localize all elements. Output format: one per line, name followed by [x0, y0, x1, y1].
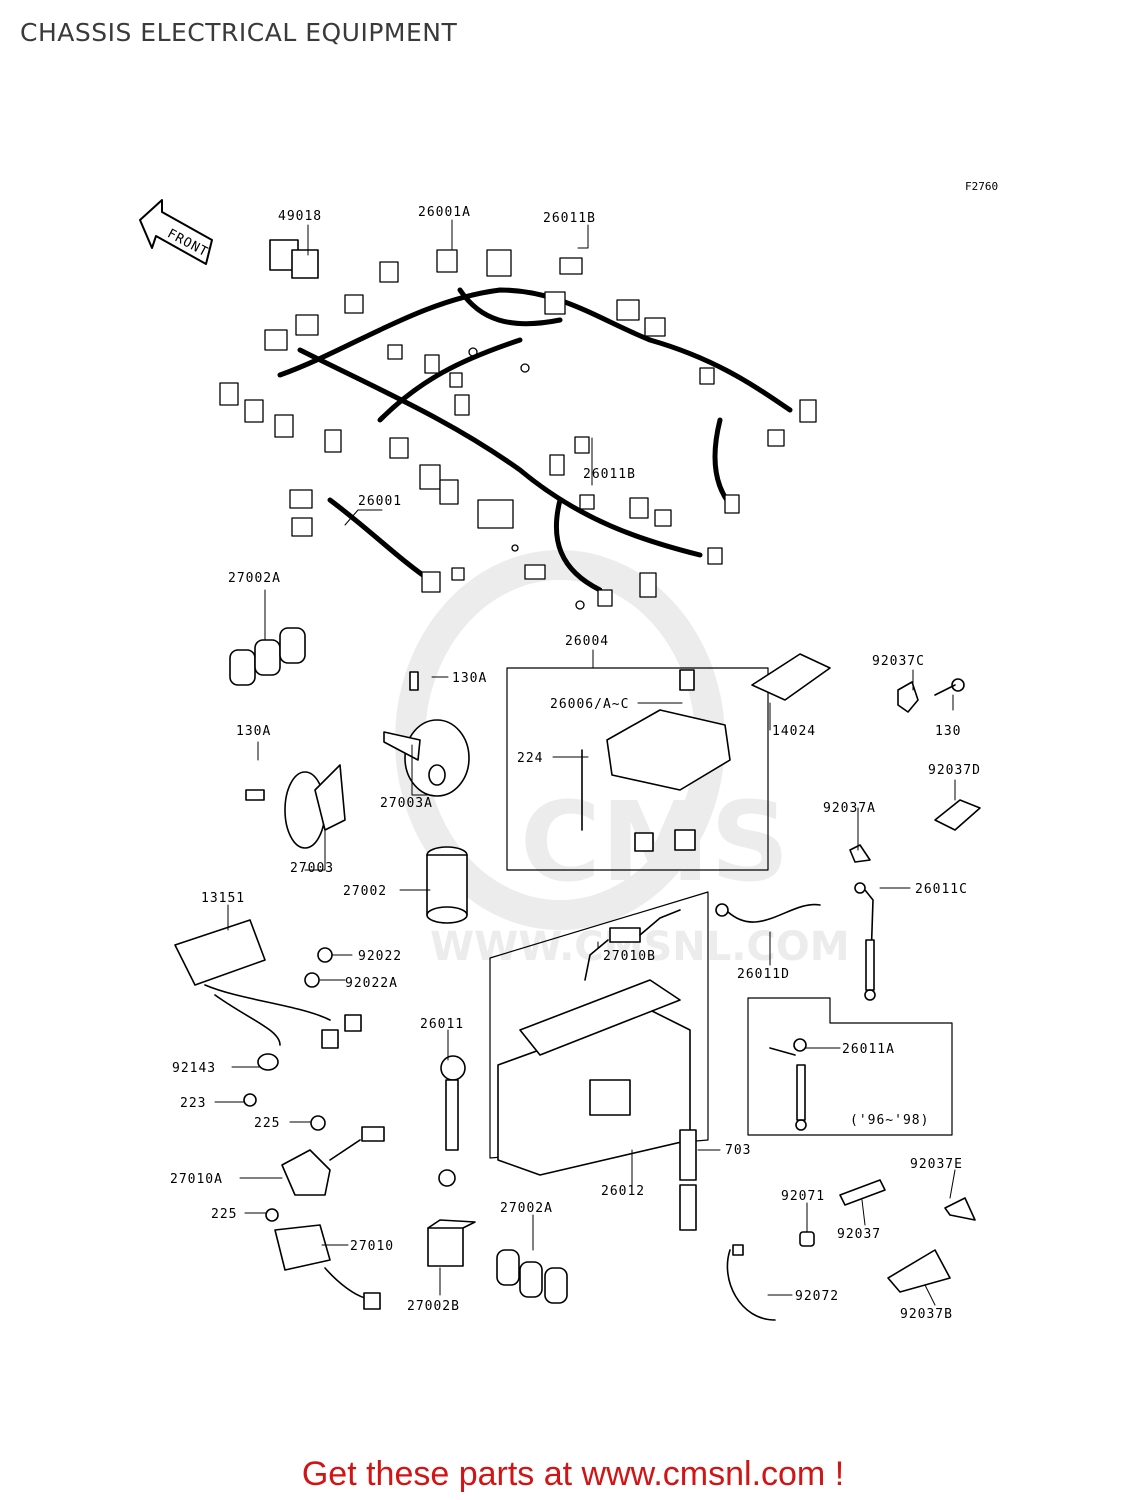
label-92071: 92071	[781, 1189, 825, 1204]
label-225-top: 225	[254, 1116, 280, 1131]
label-92037: 92037	[837, 1227, 881, 1242]
battery-26012-icon	[489, 891, 709, 1176]
part-labels: 49018 26001A 26011B 26011B 26001 27002A …	[165, 205, 981, 1322]
assembly-26004-box	[506, 667, 769, 871]
label-225-bottom: 225	[211, 1207, 237, 1222]
label-27002A-top: 27002A	[228, 571, 281, 586]
label-26006: 26006/A~C	[550, 697, 629, 712]
fuse-27010B-icon	[584, 909, 681, 981]
cable-26011A-icon	[769, 1038, 807, 1131]
label-130: 130	[935, 724, 961, 739]
label-130A-left: 130A	[236, 724, 271, 739]
unit-27010-icon	[265, 1208, 381, 1310]
label-14024: 14024	[772, 724, 816, 739]
tube-703-icon	[679, 1129, 697, 1231]
label-27002A-bottom: 27002A	[500, 1201, 553, 1216]
figure-ref: F2760	[965, 180, 999, 193]
promo-link[interactable]: Get these parts at www.cmsnl.com !	[301, 1455, 845, 1493]
label-96-98: ('96~'98)	[850, 1113, 929, 1128]
junction-box-icon	[581, 669, 731, 852]
label-26001A: 26001A	[418, 205, 471, 220]
assembly-26011A-box	[747, 997, 953, 1136]
cable-26011C-icon	[854, 882, 876, 1001]
label-49018: 49018	[278, 209, 322, 224]
label-92022A: 92022A	[345, 976, 398, 991]
label-27003: 27003	[290, 861, 334, 876]
page-title: CHASSIS ELECTRICAL EQUIPMENT	[20, 18, 458, 47]
watermark-logo: CMS	[520, 778, 789, 906]
label-27002: 27002	[343, 884, 387, 899]
label-92037C: 92037C	[872, 654, 925, 669]
front-arrow-icon	[139, 199, 213, 265]
label-14024-icon	[751, 653, 831, 701]
label-92072: 92072	[795, 1289, 839, 1304]
label-27010B: 27010B	[603, 949, 656, 964]
relay-27002A-top-icon	[229, 627, 306, 686]
label-130A-horn: 130A	[452, 671, 487, 686]
relay-27002A-bottom-icon	[496, 1249, 568, 1304]
relay-27002B-icon	[427, 1219, 476, 1267]
relay-49018-icon	[269, 239, 319, 279]
label-13151: 13151	[201, 891, 245, 906]
cable-26011-icon	[438, 1055, 466, 1187]
label-27010A: 27010A	[170, 1172, 223, 1187]
label-26011C: 26011C	[915, 882, 968, 897]
label-703: 703	[725, 1143, 751, 1158]
label-92037E: 92037E	[910, 1157, 963, 1172]
label-26011B-top: 26011B	[543, 211, 596, 226]
label-92037A: 92037A	[823, 801, 876, 816]
clamp-92037C-icon	[897, 678, 965, 713]
label-27010: 27010	[350, 1239, 394, 1254]
leader-lines	[214, 219, 956, 1306]
screw-225-bottom-icon	[265, 1208, 279, 1222]
screw-223-icon	[243, 1093, 257, 1107]
screw-225-top-icon	[310, 1115, 326, 1131]
label-26001: 26001	[358, 494, 402, 509]
label-224: 224	[517, 751, 543, 766]
label-223: 223	[180, 1096, 206, 1111]
washer-92022A-icon	[304, 972, 320, 988]
clamp-92037A-icon	[849, 844, 871, 863]
label-27003A: 27003A	[380, 796, 433, 811]
label-92037B: 92037B	[900, 1307, 953, 1322]
label-92022: 92022	[358, 949, 402, 964]
parts-diagram: CMS WWW.CMSNL.COM	[139, 199, 981, 1322]
clamp-92037E-icon	[944, 1197, 976, 1221]
label-26004: 26004	[565, 634, 609, 649]
switch-13151-icon	[174, 919, 362, 1049]
label-26012: 26012	[601, 1184, 645, 1199]
unit-27010A-icon	[281, 1126, 385, 1196]
clamp-92037D-icon	[934, 799, 981, 831]
horn-27003A-icon	[383, 671, 470, 797]
clamp-92037-icon	[839, 1179, 886, 1206]
label-26011: 26011	[420, 1017, 464, 1032]
relay-27002-icon	[426, 846, 468, 924]
label-92143: 92143	[172, 1061, 216, 1076]
label-26011A: 26011A	[842, 1042, 895, 1057]
strap-92072-icon	[726, 1244, 776, 1321]
label-92037D: 92037D	[928, 763, 981, 778]
label-26011D: 26011D	[737, 967, 790, 982]
harness-connectors	[219, 249, 817, 610]
washer-92022-icon	[317, 947, 333, 963]
label-27002B: 27002B	[407, 1299, 460, 1314]
horn-27003-icon	[245, 764, 346, 849]
cable-26011D-icon	[715, 903, 821, 923]
bracket-92037B-icon	[887, 1249, 951, 1293]
cap-92143-icon	[257, 1053, 279, 1071]
grommet-92071-icon	[799, 1231, 815, 1247]
wiring-harness-icon	[277, 287, 793, 593]
label-26011B-mid: 26011B	[583, 467, 636, 482]
